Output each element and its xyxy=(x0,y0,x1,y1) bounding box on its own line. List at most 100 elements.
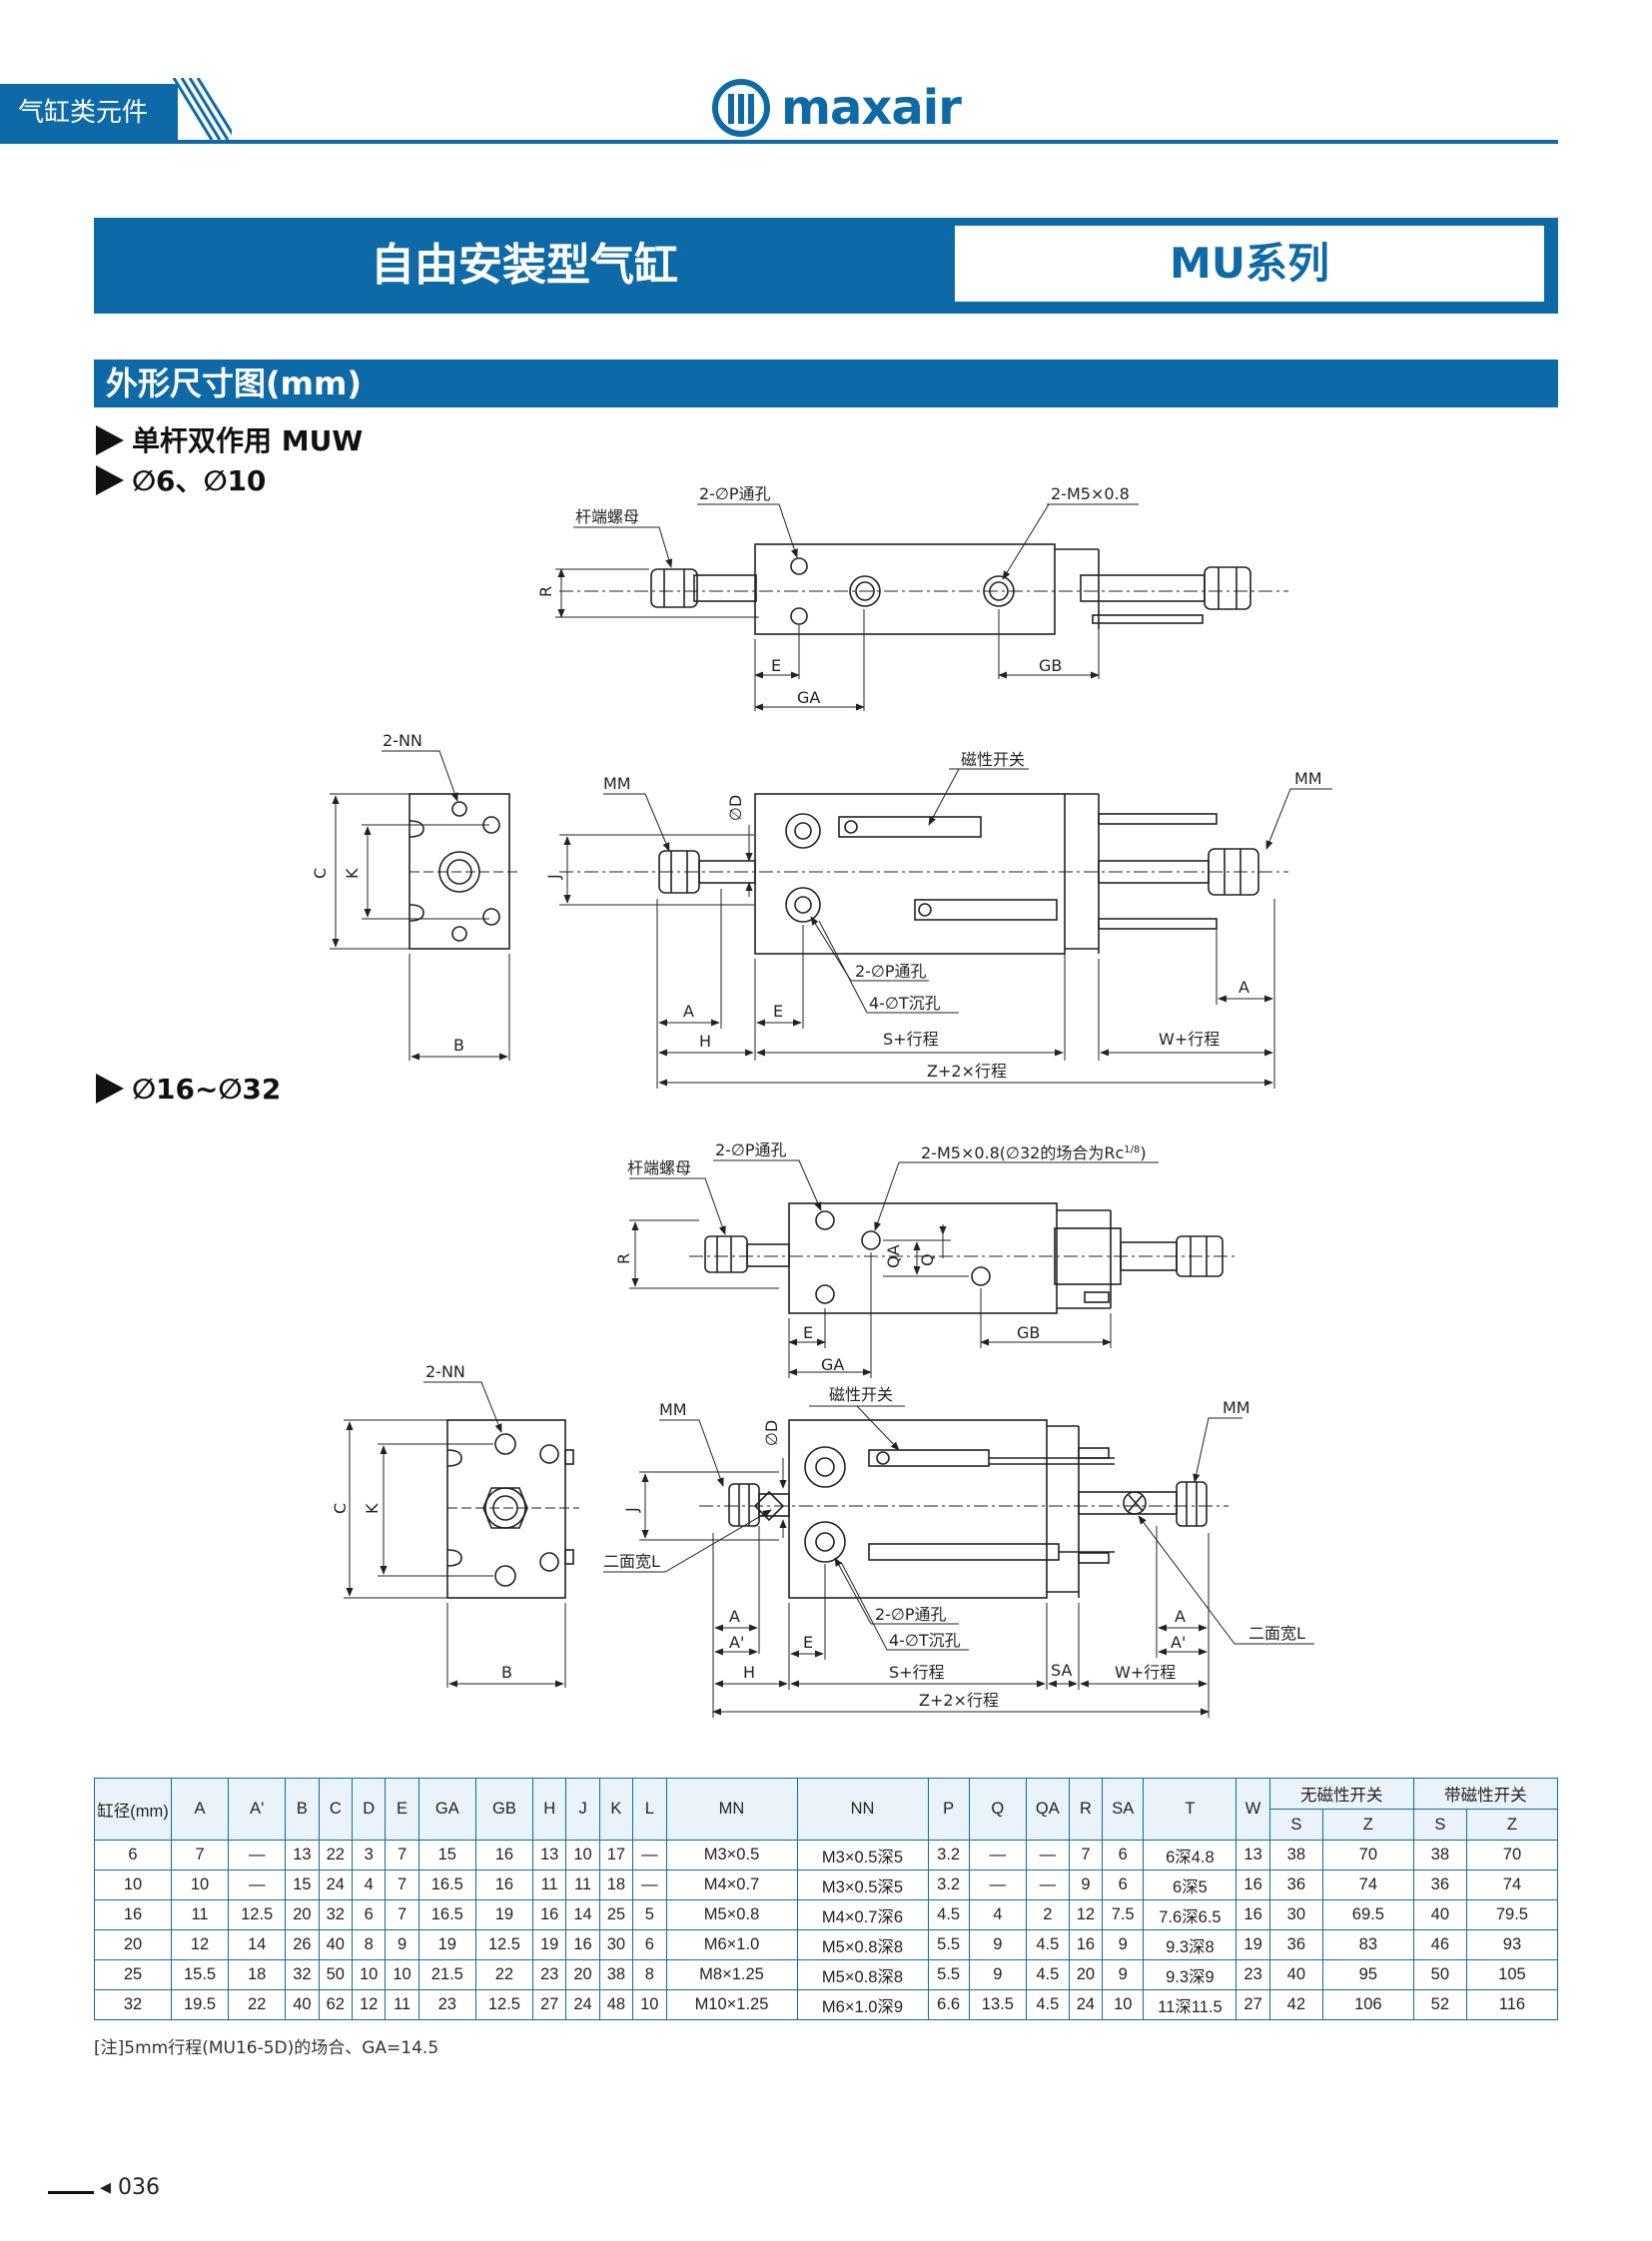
table-cell: 16 xyxy=(1236,1869,1270,1900)
table-cell: 8 xyxy=(632,1959,667,1990)
drawing-small-bore: 杆端螺母 2-∅P通孔 2-M5×0.8 R E GA GB 2-NN C K … xyxy=(311,484,1332,1089)
table-cell: M5×0.8深8 xyxy=(796,1929,929,1960)
table-cell: 38 xyxy=(1268,1840,1323,1870)
col-header: P xyxy=(927,1778,970,1841)
table-cell: 8 xyxy=(351,1929,387,1960)
table-cell: 19.5 xyxy=(170,1989,230,2020)
table-cell: 32 xyxy=(318,1899,354,1930)
label-magnetic-switch-2: 磁性开关 xyxy=(829,1385,893,1404)
table-cell: 16 xyxy=(565,1929,600,1960)
table-cell: — xyxy=(632,1869,667,1900)
table-note: [注]5mm行程(MU16-5D)的场合、GA=14.5 xyxy=(94,2038,439,2058)
table-cell: 10 xyxy=(170,1869,230,1900)
table-cell: M3×0.5深5 xyxy=(796,1840,929,1870)
dim-A-left-2: A xyxy=(729,1607,740,1626)
table-cell: 9 xyxy=(968,1929,1027,1960)
col-header: C xyxy=(318,1778,354,1841)
table-cell: 16.5 xyxy=(417,1899,476,1930)
table-cell: 13.5 xyxy=(968,1989,1027,2020)
table-cell: 6 xyxy=(1102,1840,1145,1870)
table-cell: — xyxy=(228,1840,287,1870)
header-rule xyxy=(0,140,1558,144)
dim-H: H xyxy=(699,1032,711,1051)
table-cell: 16 xyxy=(474,1869,534,1900)
table-cell: 7.5 xyxy=(1102,1899,1145,1930)
table-cell: 5.5 xyxy=(927,1929,970,1960)
dim-Q-2: Q xyxy=(918,1253,937,1266)
table-cell: 24 xyxy=(1068,1989,1104,2020)
bore-header: 缸径(mm) xyxy=(94,1778,172,1841)
table-cell: 4 xyxy=(351,1869,387,1900)
table-cell: 40 xyxy=(318,1929,354,1960)
end-view-2 xyxy=(344,1381,579,1688)
side-view-2 xyxy=(603,1405,1314,1718)
label-counterbore-2: 4-∅T沉孔 xyxy=(889,1631,961,1650)
table-cell: 2 xyxy=(1025,1899,1070,1930)
dim-W-stroke: W+行程 xyxy=(1159,1030,1220,1049)
table-cell: 30 xyxy=(1268,1899,1323,1930)
table-cell: 46 xyxy=(1412,1929,1467,1960)
dim-E-side: E xyxy=(773,1002,783,1021)
group-no-switch: 无磁性开关 xyxy=(1268,1778,1414,1810)
table-cell: 6 xyxy=(1102,1869,1145,1900)
table-cell: 9 xyxy=(385,1929,419,1960)
table-cell: 79.5 xyxy=(1465,1899,1559,1930)
dim-Z-stroke-2: Z+2×行程 xyxy=(919,1691,999,1710)
table-cell: 4 xyxy=(968,1899,1027,1930)
table-cell: 9 xyxy=(1068,1869,1104,1900)
dim-A-left: A xyxy=(683,1002,694,1021)
table-cell: 13 xyxy=(531,1840,567,1870)
triangle-bullet-icon xyxy=(96,425,124,455)
table-cell: 11 xyxy=(385,1989,419,2020)
table-cell: 10 xyxy=(1102,1989,1145,2020)
table-cell: 10 xyxy=(351,1959,387,1990)
table-cell: 10 xyxy=(565,1840,600,1870)
dim-B: B xyxy=(453,1036,464,1055)
table-cell: 11深11.5 xyxy=(1143,1989,1238,2020)
top-view-2 xyxy=(629,1159,1239,1378)
table-cell: 21.5 xyxy=(417,1959,476,1990)
col-header: H xyxy=(531,1778,567,1841)
table-cell: 10 xyxy=(632,1989,667,2020)
label-width-right: 二面宽L xyxy=(1248,1624,1305,1643)
table-cell: 7 xyxy=(385,1899,419,1930)
dim-GB: GB xyxy=(1039,656,1062,675)
col-header: K xyxy=(598,1778,634,1841)
table-cell: 16 xyxy=(94,1899,172,1930)
table-cell: 4.5 xyxy=(1025,1989,1070,2020)
table-cell: 105 xyxy=(1465,1959,1559,1990)
dim-D-2: ∅D xyxy=(762,1420,781,1446)
table-cell: 19 xyxy=(474,1899,534,1930)
label-port-hole-2: 2-∅P通孔 xyxy=(715,1140,787,1159)
sub-Z-with-switch: Z xyxy=(1465,1809,1559,1841)
dim-A1-left-2: A' xyxy=(729,1633,744,1652)
section-heading: 外形尺寸图(mm) xyxy=(94,360,1558,407)
table-cell: 5.5 xyxy=(927,1959,970,1990)
table-cell: 40 xyxy=(285,1989,320,2020)
table-cell: 6 xyxy=(94,1840,172,1870)
table-cell: 36 xyxy=(1268,1929,1323,1960)
dim-GA-2: GA xyxy=(821,1355,844,1374)
table-cell: 18 xyxy=(598,1869,634,1900)
series-label: MU系列 xyxy=(955,226,1544,302)
col-header: QA xyxy=(1025,1778,1070,1841)
table-cell: 40 xyxy=(1412,1899,1467,1930)
col-header: NN xyxy=(796,1778,929,1841)
table-cell: 15 xyxy=(285,1869,320,1900)
table-cell: 74 xyxy=(1321,1869,1414,1900)
col-header: GA xyxy=(417,1778,476,1841)
table-cell: — xyxy=(632,1840,667,1870)
dim-GA: GA xyxy=(797,688,820,707)
table-cell: 6深4.8 xyxy=(1143,1840,1238,1870)
table-cell: 6 xyxy=(351,1899,387,1930)
brand-logo: maxair xyxy=(711,78,962,138)
side-view-1 xyxy=(559,768,1332,1089)
table-cell: M6×1.0深9 xyxy=(796,1989,929,2020)
table-cell: 25 xyxy=(598,1899,634,1930)
triangle-bullet-icon xyxy=(96,1074,124,1104)
